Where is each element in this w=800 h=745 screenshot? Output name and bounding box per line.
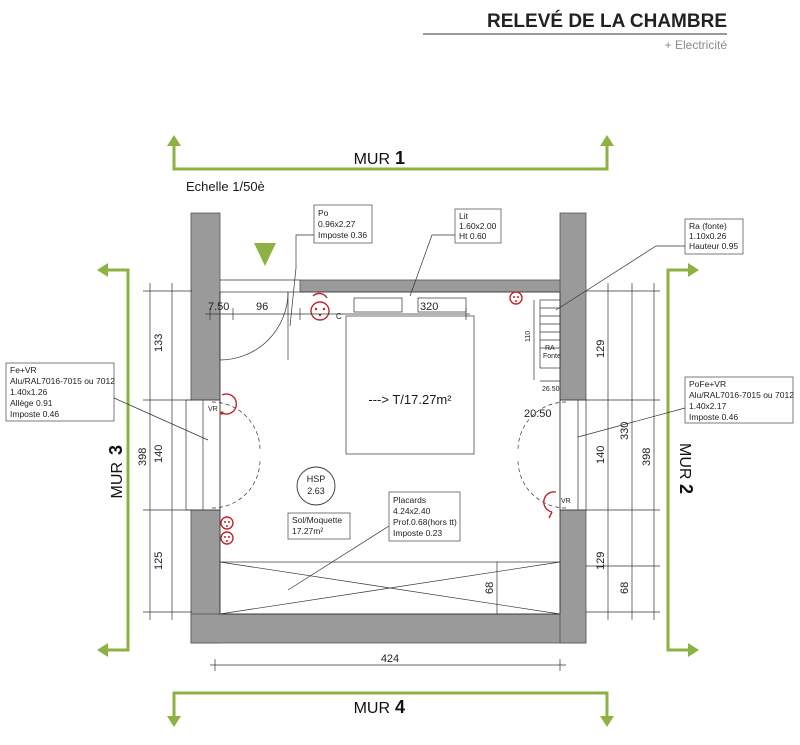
page-subtitle: + Electricité	[665, 38, 728, 52]
dim-right-c: 398	[641, 448, 653, 466]
svg-text:Placards: Placards	[393, 495, 426, 505]
wall-1-number: 1	[395, 148, 405, 168]
closets	[219, 561, 561, 615]
svg-text:Imposte 0.46: Imposte 0.46	[10, 409, 59, 419]
wall-2-prefix: MUR	[676, 443, 693, 479]
svg-text:4.24x2.40: 4.24x2.40	[393, 506, 431, 516]
radiator-tag-2: Fonte	[543, 353, 561, 360]
dim-left-d: 125	[153, 552, 165, 570]
svg-text:Prof.0.68(hors tt): Prof.0.68(hors tt)	[393, 517, 457, 527]
svg-text:Lit: Lit	[459, 211, 469, 221]
dim-right-inner: 20.50	[524, 408, 552, 420]
room-area: ---> T/17.27m²	[368, 392, 452, 407]
dim-right-a: 129	[595, 340, 607, 358]
svg-text:1.10x0.26: 1.10x0.26	[689, 231, 727, 241]
svg-text:Imposte 0.23: Imposte 0.23	[393, 528, 442, 538]
outlet-icon	[310, 292, 330, 321]
wall-4-number: 4	[395, 697, 405, 717]
dim-closet-depth: 68	[484, 582, 496, 594]
svg-text:1.60x2.00: 1.60x2.00	[459, 221, 497, 231]
svg-text:PoFe+VR: PoFe+VR	[689, 379, 726, 389]
hsp-value: 2.63	[307, 486, 325, 496]
wall-3-indicator	[97, 263, 130, 657]
wall-2-indicator	[666, 263, 699, 657]
dim-left-c: 140	[153, 445, 165, 463]
closets-callout: Placards 4.24x2.40 Prof.0.68(hors tt) Im…	[287, 491, 461, 591]
dim-rad-a: 110	[525, 331, 532, 342]
dim-left-a: 133	[153, 334, 165, 352]
svg-text:Alu/RAL7016-7015 ou 7012: Alu/RAL7016-7015 ou 7012	[10, 376, 115, 386]
svg-text:Imposte 0.46: Imposte 0.46	[689, 412, 738, 422]
wall-1-indicator	[167, 135, 614, 171]
bottom-dimension-line	[210, 659, 566, 671]
radiator-callout: Ra (fonte) 1.10x0.26 Hauteur 0.95	[555, 218, 744, 311]
outlet-group-icon	[220, 516, 234, 545]
svg-text:Imposte 0.36: Imposte 0.36	[318, 230, 367, 240]
svg-text:17.27m²: 17.27m²	[292, 526, 323, 536]
bed	[345, 315, 475, 455]
svg-text:1.40x2.17: 1.40x2.17	[689, 401, 727, 411]
bed-callout: Lit 1.60x2.00 Ht 0.60	[409, 208, 502, 297]
dim-top-c: 320	[420, 301, 438, 313]
left-window-callout: Fe+VR Alu/RAL7016-7015 ou 7012 1.40x1.26…	[5, 362, 209, 441]
top-dimension-line	[205, 308, 470, 320]
floor-callout: Sol/Moquette 17.27m²	[287, 512, 351, 540]
hsp-marker	[296, 466, 336, 506]
right-window-callout: PoFe+VR Alu/RAL7016-7015 ou 7012 1.40x2.…	[577, 376, 794, 438]
door-callout: Po 0.96x2.27 Imposte 0.36	[289, 204, 373, 327]
svg-text:Po: Po	[318, 208, 329, 218]
dim-right-b: 330	[619, 422, 631, 440]
vr-right-label: VR	[561, 498, 571, 505]
wall-3-prefix: MUR	[109, 462, 126, 498]
dim-right-f: 68	[619, 582, 631, 594]
wall-4-indicator	[167, 691, 614, 727]
scale-label: Echelle 1/50è	[186, 179, 265, 194]
pillow-left	[353, 297, 403, 313]
left-window	[185, 399, 261, 511]
wall-4-prefix: MUR	[354, 700, 390, 717]
wall-2-number: 2	[676, 484, 696, 494]
wall-1-prefix: MUR	[354, 151, 390, 168]
room-outline	[219, 291, 561, 615]
svg-text:0.96x2.27: 0.96x2.27	[318, 219, 356, 229]
page-title: RELEVÉ DE LA CHAMBRE	[487, 10, 727, 32]
right-window	[517, 399, 587, 511]
dim-top-b: 96	[256, 301, 268, 313]
shutter-switch-left-icon	[220, 393, 238, 415]
svg-text:Ra (fonte): Ra (fonte)	[689, 221, 727, 231]
wall-3-number: 3	[106, 445, 126, 455]
pillow-right	[417, 297, 467, 313]
dim-bottom: 424	[381, 653, 399, 665]
svg-text:Ht 0.60: Ht 0.60	[459, 231, 487, 241]
svg-text:Sol/Moquette: Sol/Moquette	[292, 515, 342, 525]
left-dimension-lines	[143, 283, 192, 620]
entry-triangle-icon	[254, 243, 276, 266]
dim-left-b: 398	[137, 448, 149, 466]
dim-top-a: 7.50	[208, 301, 229, 313]
dim-right-e: 129	[595, 552, 607, 570]
radiator-tag-1: RA	[545, 345, 555, 352]
door	[219, 291, 289, 361]
svg-text:Hauteur 0.95: Hauteur 0.95	[689, 241, 738, 251]
outlet-icon-2	[509, 291, 523, 305]
dim-right-d: 140	[595, 446, 607, 464]
radiator	[539, 299, 561, 369]
hsp-label: HSP	[307, 474, 326, 484]
svg-text:Fe+VR: Fe+VR	[10, 365, 37, 375]
vr-left-label: VR	[208, 406, 218, 413]
svg-text:1.40x1.26: 1.40x1.26	[10, 387, 48, 397]
right-dimension-lines	[586, 283, 660, 620]
svg-text:Alu/RAL7016-7015 ou 7012: Alu/RAL7016-7015 ou 7012	[689, 390, 794, 400]
outlet-c-label: C	[336, 312, 342, 321]
dim-rad-b: 26.50	[542, 386, 560, 393]
shutter-switch-right-icon	[543, 491, 557, 519]
walls	[190, 212, 587, 644]
svg-text:Allège 0.91: Allège 0.91	[10, 398, 53, 408]
